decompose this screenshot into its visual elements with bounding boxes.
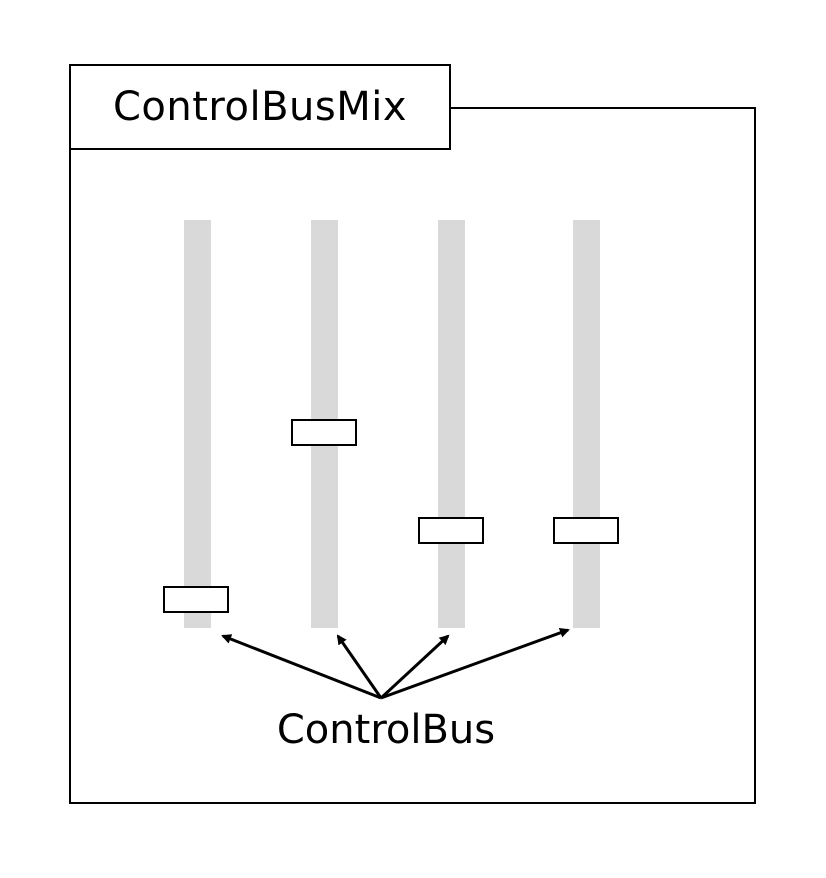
slider-track-4[interactable] (573, 220, 600, 628)
arrow-to-slider-2 (336, 634, 383, 699)
slider-knob-4[interactable] (553, 517, 619, 544)
slider-track-3[interactable] (438, 220, 465, 628)
title-tab: ControlBusMix (69, 64, 451, 150)
slider-knob-3[interactable] (418, 517, 484, 544)
slider-track-1[interactable] (184, 220, 211, 628)
slider-knob-2[interactable] (291, 419, 357, 446)
control-bus-label: ControlBus (276, 707, 496, 753)
page-title: ControlBusMix (112, 84, 408, 130)
arrow-to-slider-3 (379, 634, 450, 700)
slider-knob-1[interactable] (163, 586, 229, 613)
arrow-to-slider-4 (380, 628, 570, 700)
arrow-to-slider-1 (221, 634, 382, 700)
